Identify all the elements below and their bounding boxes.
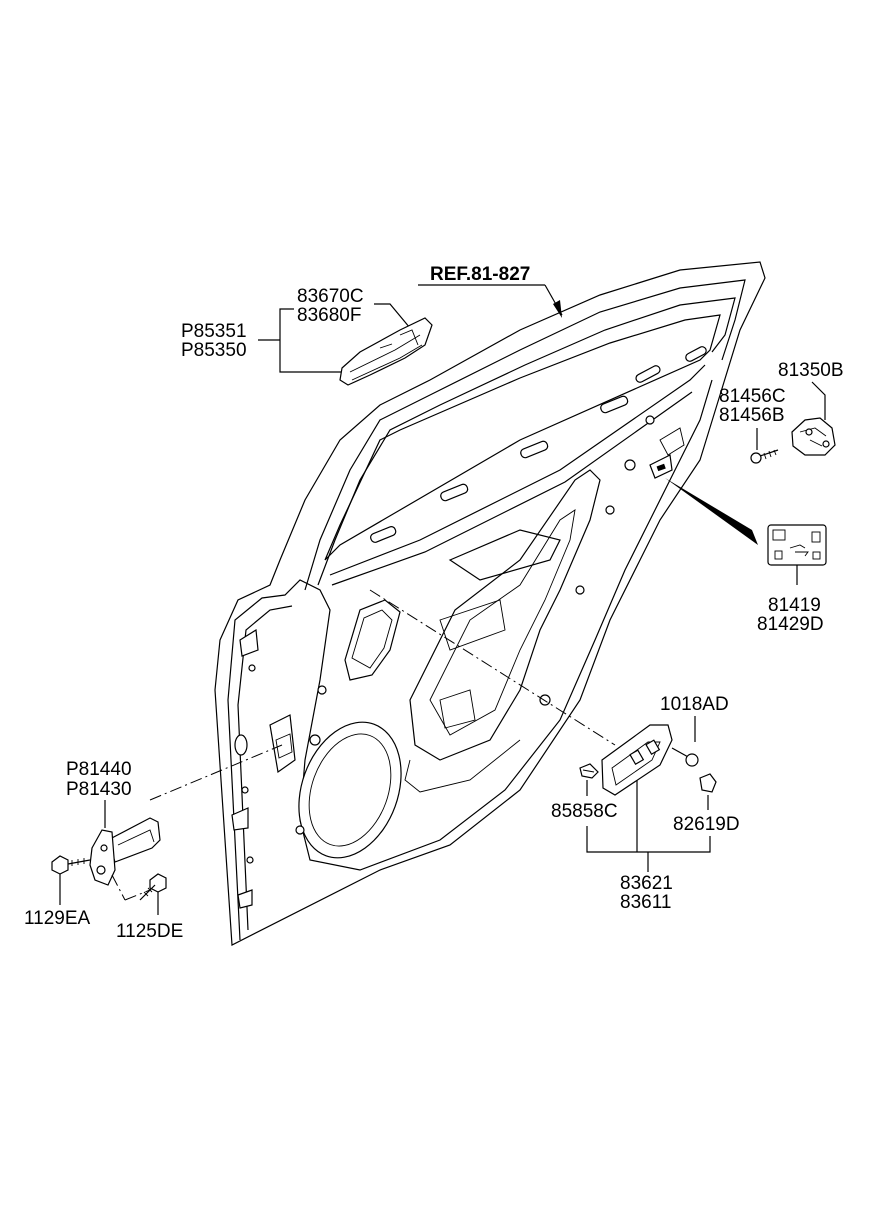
label-P81430: P81430 bbox=[66, 779, 132, 800]
label-83670C: 83670C bbox=[297, 286, 364, 307]
reference-label: REF.81-827 bbox=[430, 264, 530, 285]
label-83621: 83621 bbox=[620, 873, 673, 894]
reference-callout: REF.81-827 bbox=[418, 264, 563, 318]
striker-group: 81350B 81456C 81456B bbox=[719, 360, 844, 464]
label-81429D: 81429D bbox=[757, 614, 824, 635]
label-81419: 81419 bbox=[768, 595, 821, 616]
label-83611: 83611 bbox=[620, 892, 671, 913]
label-1018AD: 1018AD bbox=[660, 694, 729, 715]
label-1125DE: 1125DE bbox=[116, 921, 183, 942]
sticker-group: 81419 81429D bbox=[757, 524, 827, 635]
label-85858C: 85858C bbox=[551, 801, 618, 822]
label-P85350: P85350 bbox=[181, 340, 247, 361]
label-1129EA: 1129EA bbox=[24, 908, 91, 929]
label-P81440: P81440 bbox=[66, 759, 132, 780]
label-81456C: 81456C bbox=[719, 386, 786, 407]
sticker-pointer bbox=[665, 478, 758, 545]
label-82619D: 82619D bbox=[673, 814, 740, 835]
label-81350B: 81350B bbox=[778, 360, 844, 381]
label-P85351: P85351 bbox=[181, 321, 247, 342]
door-panel bbox=[214, 261, 766, 946]
outside-handle-group: 83670C 83680F P85351 P85350 bbox=[181, 286, 433, 386]
label-83680F: 83680F bbox=[297, 305, 361, 326]
window-switch-group: 1018AD 82619D 85858C 83621 83611 bbox=[369, 589, 740, 913]
door-checker-group: P81440 P81430 1129EA 1125DE bbox=[24, 744, 283, 942]
label-81456B: 81456B bbox=[719, 405, 785, 426]
